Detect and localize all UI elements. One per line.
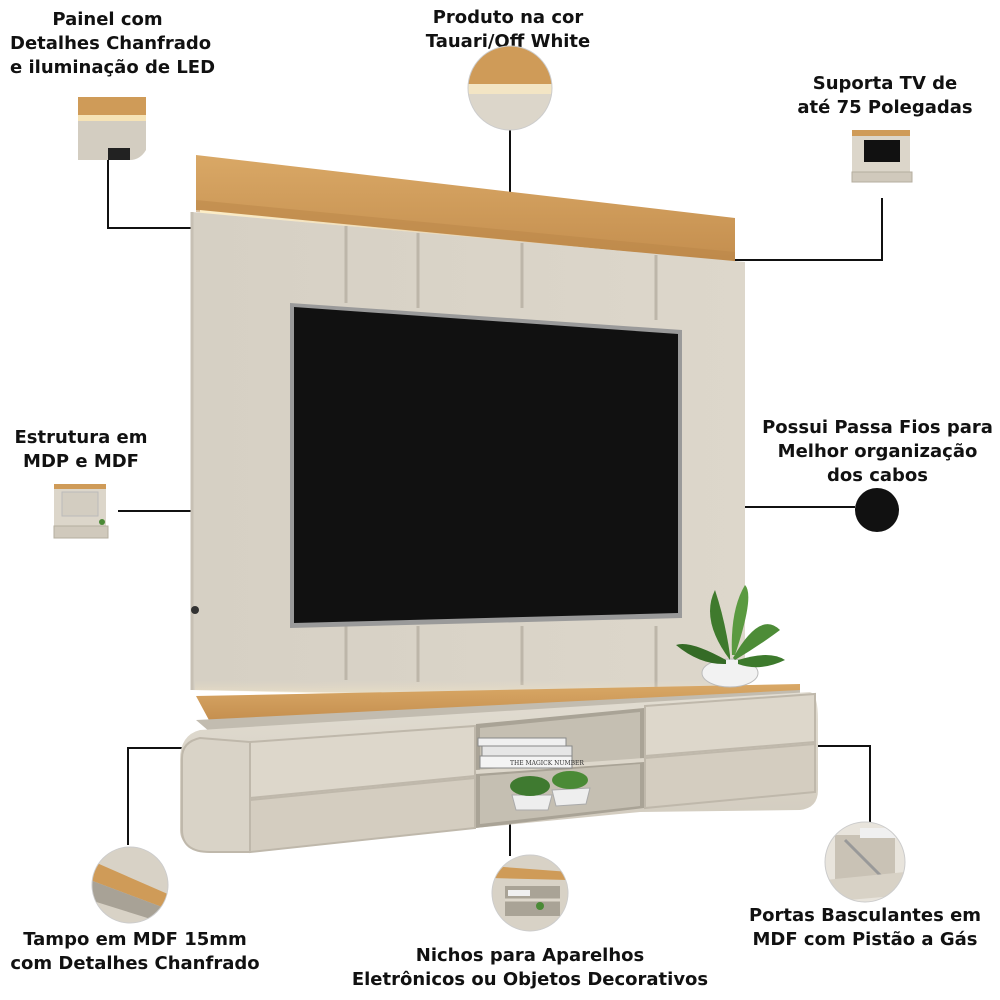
top-detail-thumbnail	[92, 847, 168, 923]
doors-label-line2: MDF com Pistão a Gás	[752, 929, 978, 950]
color-label: Produto na cor Tauari/Off White	[408, 6, 608, 54]
top-label-line2: com Detalhes Chanfrado	[10, 953, 260, 974]
cable-hole	[191, 606, 199, 614]
niche-plants	[510, 771, 591, 811]
cable-pass-label: Possui Passa Fios para Melhor organizaçã…	[760, 416, 995, 488]
cable-pass-label-line2: Melhor organização	[777, 441, 978, 462]
panel-wood-header	[196, 155, 735, 262]
doors-thumbnail	[825, 822, 905, 902]
panel-label-line2: Detalhes Chanfrado	[10, 33, 212, 54]
doors-callout-line	[815, 745, 871, 822]
top-callout-line	[127, 747, 190, 845]
book-title: THE MAGICK NUMBER	[510, 760, 584, 767]
callout-lines	[107, 130, 883, 856]
doors-label: Portas Basculantes em MDF com Pistão a G…	[745, 904, 985, 952]
niches-thumbnail	[492, 855, 568, 931]
tv-support-label: Suporta TV de até 75 Polegadas	[790, 72, 980, 120]
top-label: Tampo em MDF 15mm com Detalhes Chanfrado	[10, 928, 260, 976]
panel-label-line3: e iluminação de LED	[10, 57, 216, 78]
structure-thumbnail	[53, 484, 109, 539]
color-label-line1: Produto na cor	[432, 7, 584, 28]
panel-callout-line	[107, 155, 196, 229]
color-label-line2: Tauari/Off White	[425, 31, 591, 52]
top-label-line1: Tampo em MDF 15mm	[23, 929, 247, 950]
niches-label-line1: Nichos para Aparelhos	[415, 945, 645, 966]
cable-pass-icon	[855, 488, 899, 532]
panel-label: Painel com Detalhes Chanfrado e iluminaç…	[10, 8, 216, 80]
niches-label: Nichos para Aparelhos Eletrônicos ou Obj…	[345, 944, 715, 992]
cable-pass-label-line1: Possui Passa Fios para	[762, 417, 993, 438]
color-swatch-thumbnail	[468, 46, 552, 130]
structure-label-line2: MDP e MDF	[23, 451, 139, 472]
structure-label-line1: Estrutura em	[14, 427, 148, 448]
cable-pass-label-line3: dos cabos	[826, 465, 928, 486]
doors-label-line1: Portas Basculantes em	[748, 905, 982, 926]
panel-detail-thumbnail	[78, 97, 146, 160]
decor-plant	[676, 585, 785, 688]
tv-support-label-line2: até 75 Polegadas	[797, 97, 973, 118]
panel-label-line1: Painel com	[52, 9, 163, 30]
tv-support-callout-line	[730, 198, 883, 261]
panel-grooves	[344, 226, 658, 690]
structure-label: Estrutura em MDP e MDF	[6, 426, 156, 474]
niches-label-line2: Eletrônicos ou Objetos Decorativos	[351, 969, 709, 990]
tv-screen	[294, 307, 678, 623]
tv-support-thumbnail	[851, 130, 913, 183]
tv-support-label-line1: Suporta TV de	[812, 73, 958, 94]
book-stack	[477, 737, 567, 747]
